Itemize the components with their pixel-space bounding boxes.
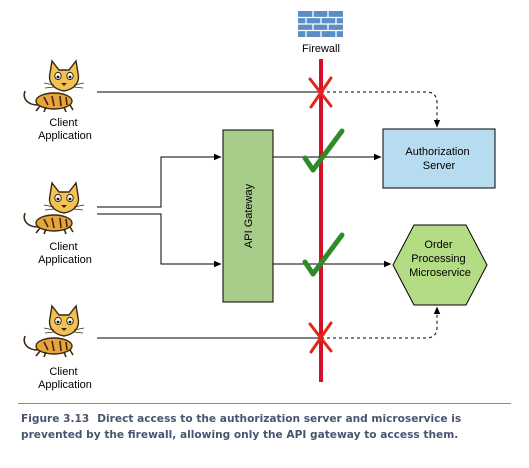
client-2-label: Client Application <box>38 241 92 266</box>
api-gateway-box <box>222 129 274 303</box>
firewall-icon <box>298 11 343 37</box>
client-2-to-gateway-arrows <box>97 153 222 268</box>
client-3-label: Client Application <box>38 366 92 391</box>
blocked-x-icon <box>308 76 333 109</box>
api-gateway-label: API Gateway <box>243 183 255 248</box>
client-1-label: Client Application <box>38 117 92 142</box>
blocked-x-icon <box>308 321 333 354</box>
allowed-check-icon <box>302 232 345 277</box>
client-2-icon <box>23 182 85 235</box>
figure-caption-text: Direct access to the authorization serve… <box>21 413 462 441</box>
architecture-diagram: Firewall Client Application Client Appli… <box>23 11 496 391</box>
caption-divider <box>18 403 511 404</box>
authorization-server-box <box>382 128 496 189</box>
order-processing-microservice-hexagon <box>392 224 488 306</box>
order-processing-microservice-label: Order Processing Microservice <box>409 239 471 279</box>
authorization-server-label: Authorization Server <box>405 146 472 172</box>
client-3-to-service-blocked-path <box>97 306 441 339</box>
firewall-label: Firewall <box>302 43 340 55</box>
figure-number: Figure 3.13 <box>21 413 90 425</box>
gateway-to-services-arrows <box>273 153 392 268</box>
client-1-icon <box>23 60 85 113</box>
client-1-to-auth-blocked-path <box>97 91 441 128</box>
client-3-icon <box>23 305 85 358</box>
allowed-check-icon <box>302 128 345 173</box>
